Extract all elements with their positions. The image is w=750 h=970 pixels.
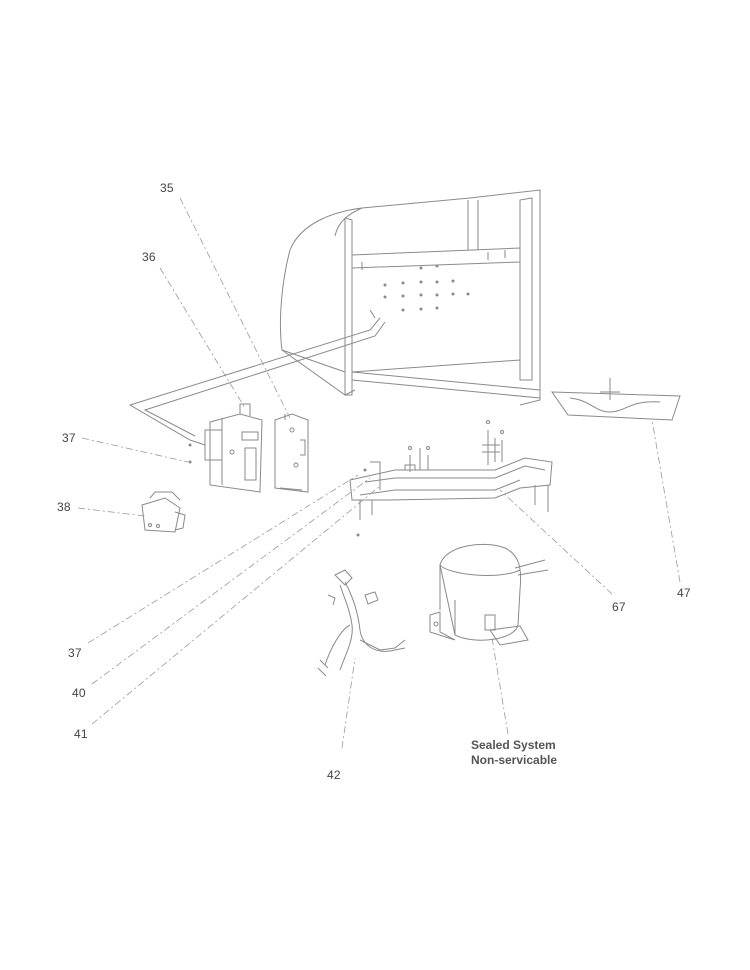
leader-42 [341, 657, 356, 749]
leader-41 [91, 485, 381, 725]
part-38-component [141, 491, 186, 533]
callout-41: 41 [74, 727, 88, 741]
sealed-system-line1: Sealed System [471, 738, 556, 752]
callout-47: 47 [677, 586, 691, 600]
callout-35: 35 [160, 181, 174, 195]
leader-67 [499, 489, 613, 595]
part-42-wiring-harness [317, 569, 406, 677]
leader-38 [77, 507, 146, 517]
sealed-system-note: Sealed System Non-servicable [471, 738, 557, 768]
leader-35 [179, 197, 291, 419]
part-36-control-box [204, 403, 263, 493]
leader-37b [87, 474, 359, 644]
part-67-bracket [349, 420, 553, 520]
leader-36 [159, 267, 246, 409]
callout-37-upper: 37 [62, 431, 76, 445]
leader-37a [81, 437, 189, 463]
callout-38: 38 [57, 500, 71, 514]
callout-67: 67 [612, 600, 626, 614]
cabinet-holes [383, 264, 470, 312]
leader-lines [77, 197, 681, 749]
part-47-panel [551, 378, 681, 421]
callout-37-lower: 37 [68, 646, 82, 660]
leader-47 [651, 419, 681, 583]
leader-sealed [491, 637, 509, 735]
compressor [429, 543, 549, 646]
part-35-cover [274, 413, 309, 493]
cabinet-housing [279, 189, 541, 406]
callout-36: 36 [142, 250, 156, 264]
sealed-system-line2: Non-servicable [471, 753, 558, 767]
callout-42: 42 [327, 768, 341, 782]
part-37-screws [188, 443, 367, 537]
wiring-path [128, 309, 386, 446]
callout-40: 40 [72, 686, 86, 700]
leader-40 [91, 477, 371, 685]
